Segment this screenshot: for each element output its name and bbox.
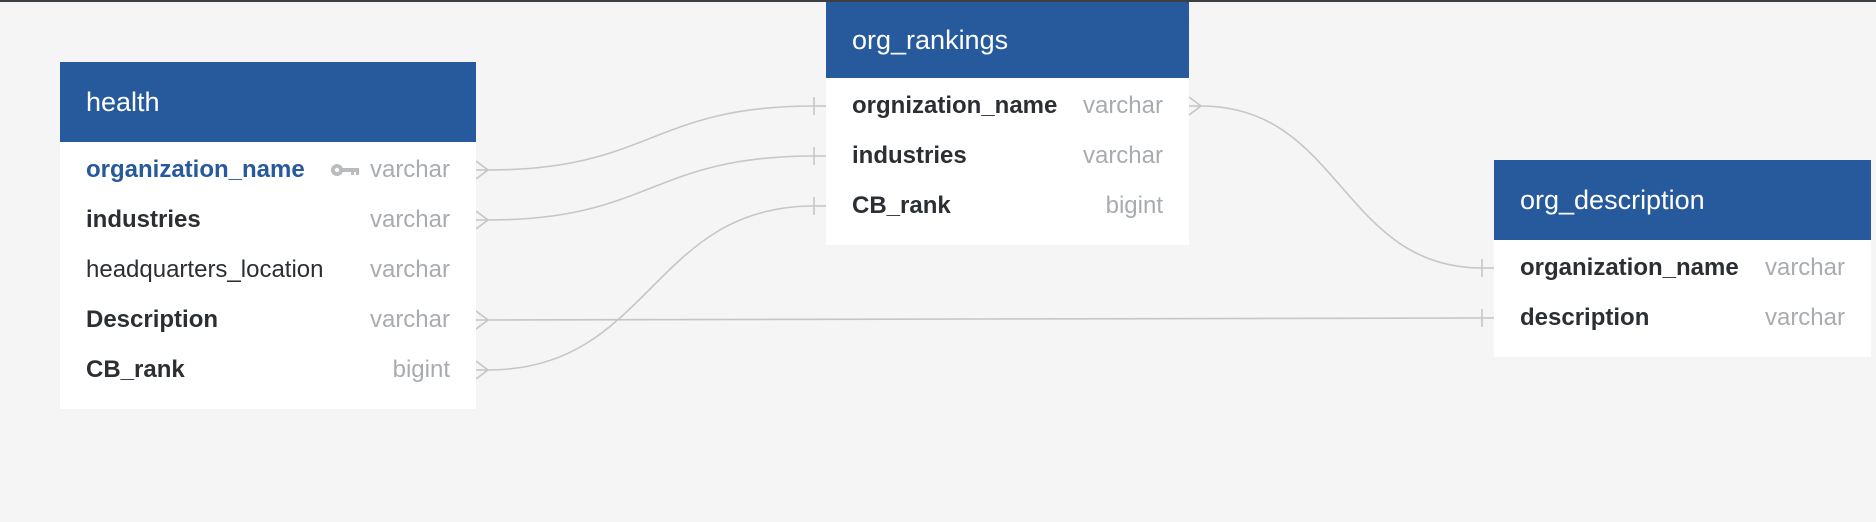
column-row[interactable]: headquarters_location varchar	[60, 245, 476, 295]
column-name: organization_name	[86, 156, 305, 183]
column-name: Description	[86, 306, 219, 333]
column-name: organization_name	[1520, 254, 1739, 281]
column-type: varchar	[369, 206, 450, 233]
column-name: headquarters_location	[86, 256, 324, 283]
column-row[interactable]: industries varchar	[826, 131, 1189, 181]
column-name: CB_rank	[86, 356, 185, 383]
relationship-line	[487, 205, 815, 371]
table-header[interactable]: org_rankings	[826, 2, 1189, 78]
table-header[interactable]: org_description	[1494, 160, 1871, 240]
column-type: bigint	[392, 356, 450, 383]
column-row[interactable]: CB_rank bigint	[826, 181, 1189, 231]
column-type: bigint	[1105, 192, 1163, 219]
table-org-description[interactable]: org_description organization_name varcha…	[1494, 160, 1871, 357]
column-row[interactable]: CB_rank bigint	[60, 345, 476, 395]
column-row[interactable]: Description varchar	[60, 295, 476, 345]
column-row[interactable]: organization_name varchar	[60, 145, 476, 195]
column-row[interactable]: description varchar	[1494, 293, 1871, 343]
table-title: health	[86, 86, 160, 117]
column-type: varchar	[369, 256, 450, 283]
column-type: varchar	[1082, 92, 1163, 119]
column-row[interactable]: industries varchar	[60, 195, 476, 245]
table-header[interactable]: health	[60, 62, 476, 142]
table-title: org_rankings	[852, 24, 1009, 55]
table-org-rankings[interactable]: org_rankings orgnization_name varchar in…	[826, 2, 1189, 245]
relationship-line	[487, 105, 815, 171]
column-type: varchar	[369, 306, 450, 333]
column-name: description	[1520, 304, 1650, 331]
top-border	[0, 0, 1876, 2]
column-name: orgnization_name	[852, 92, 1058, 119]
column-name: industries	[852, 142, 967, 169]
column-type: varchar	[1082, 142, 1163, 169]
column-type: varchar	[369, 156, 450, 183]
column-type: varchar	[1764, 254, 1845, 281]
column-name: CB_rank	[852, 192, 951, 219]
relationship-line	[487, 155, 815, 221]
column-name: industries	[86, 206, 201, 233]
column-row[interactable]: organization_name varchar	[1494, 243, 1871, 293]
key-icon	[330, 163, 360, 177]
table-health[interactable]: health organization_name varchar industr	[60, 62, 476, 409]
column-type: varchar	[1764, 304, 1845, 331]
relationship-line	[487, 317, 1483, 321]
relationship-line	[1200, 105, 1483, 269]
table-title: org_description	[1520, 184, 1705, 215]
column-row[interactable]: orgnization_name varchar	[826, 81, 1189, 131]
